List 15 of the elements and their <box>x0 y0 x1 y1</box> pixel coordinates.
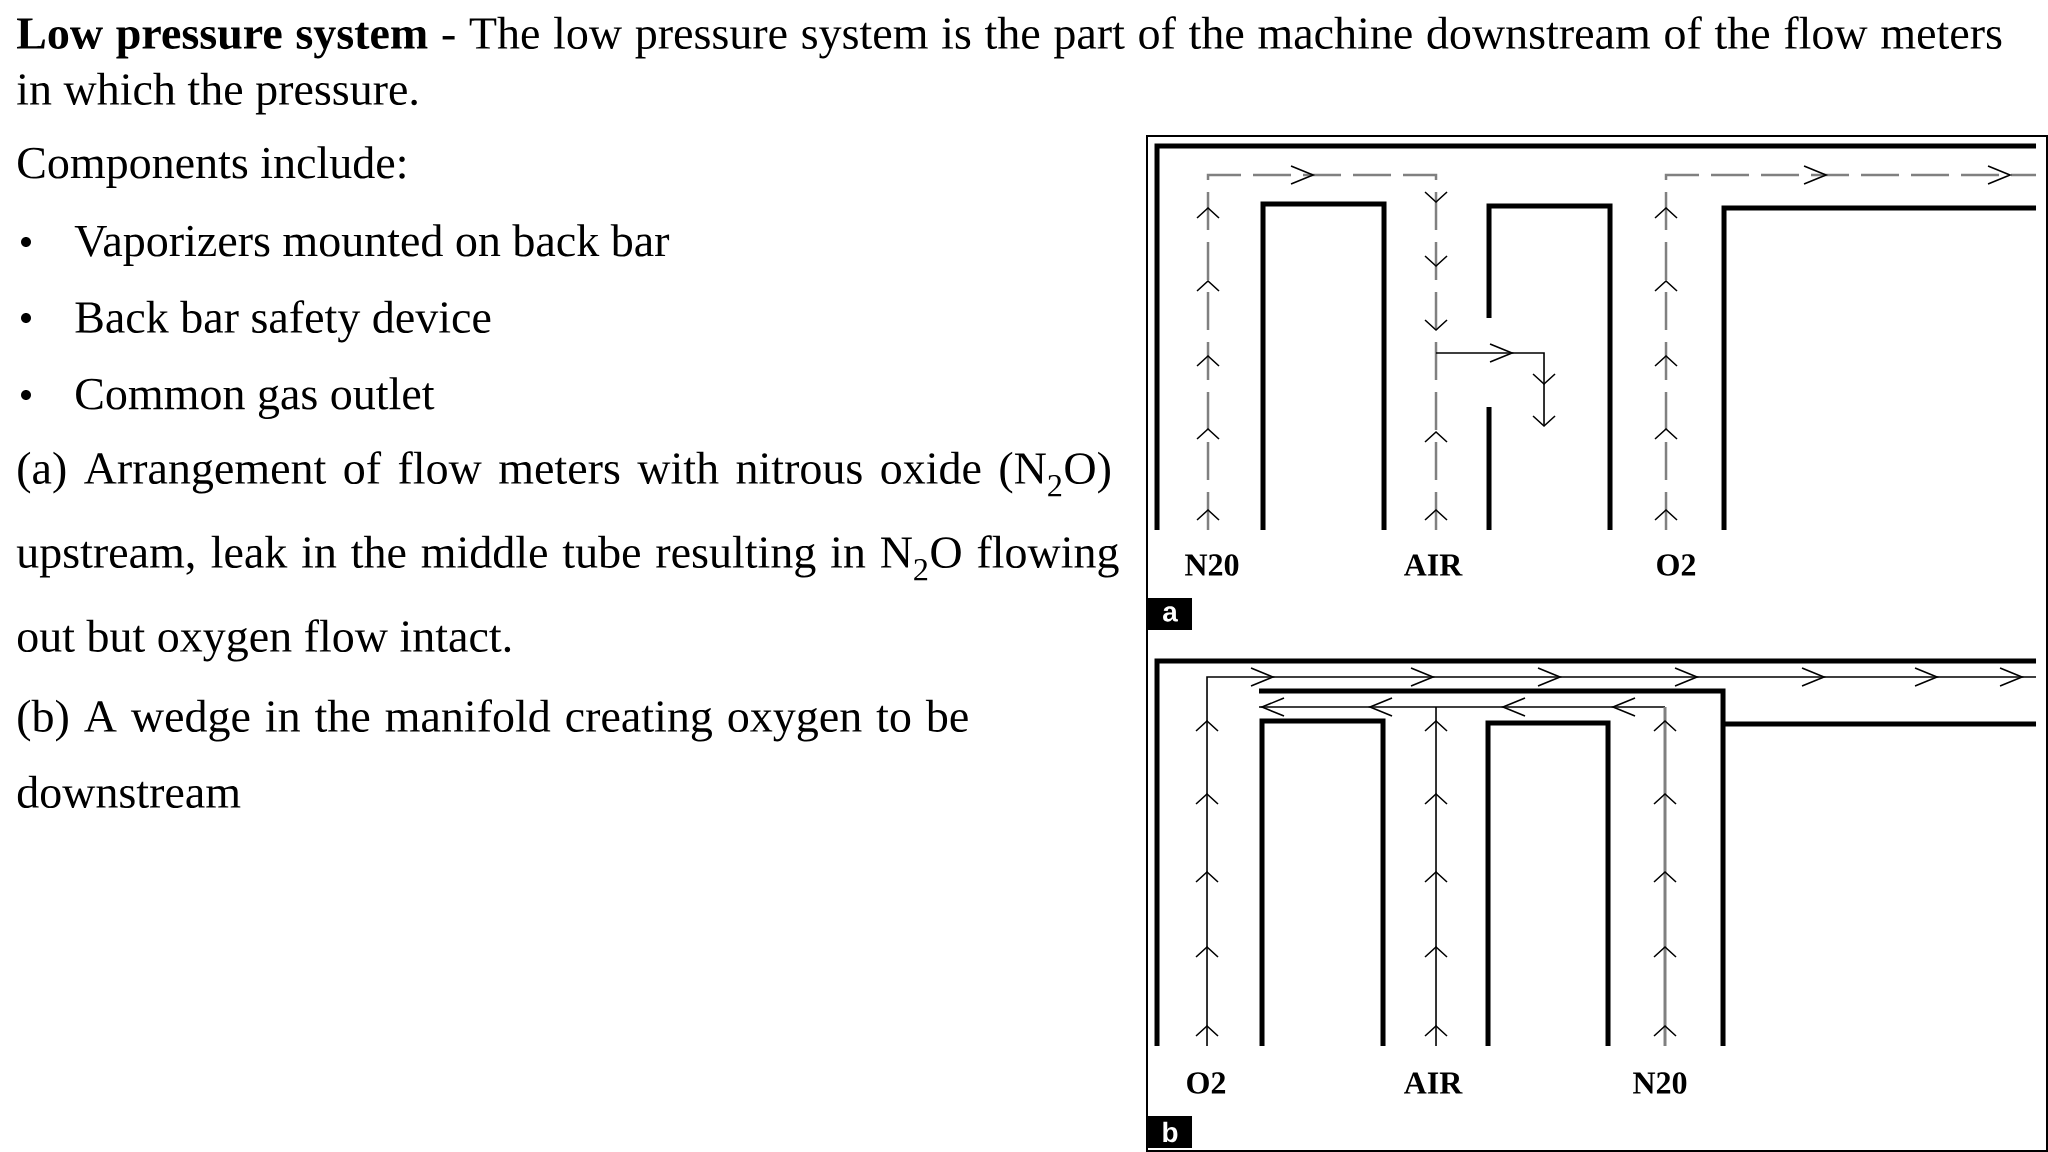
bullet-item: Common gas outlet <box>21 377 435 420</box>
panel-tag: a <box>1148 598 1192 630</box>
tube-label: AIR <box>1404 1072 1463 1094</box>
panel-tag: b <box>1148 1116 1192 1148</box>
bullet-item: Vaporizers mounted on back bar <box>21 224 670 266</box>
bullet-item: Back bar safety device <box>21 300 491 343</box>
text-paragraph: (b) A wedge in the manifold creating oxygen to be downstream <box>17 699 968 809</box>
tube-label: N20 <box>1185 554 1239 576</box>
tube-label: N20 <box>1633 1072 1687 1094</box>
text-paragraph: Components include: <box>18 146 405 188</box>
text-paragraph: (a) Arrangement of flow meters with nitrous oxide (N$_{2}$O) upstream, leak in the middle tube resulting in N$_{2}$O flowing out but oxygen flow intact. <box>16 451 1119 662</box>
tube-label: O2 <box>1657 554 1696 576</box>
tube-label: O2 <box>1187 1072 1226 1094</box>
tube-label: AIR <box>1404 554 1463 576</box>
text-paragraph: Low pressure system - The low pressure system is the part of the machine downstream of the flow meters in which the pressure. <box>17 16 2002 115</box>
